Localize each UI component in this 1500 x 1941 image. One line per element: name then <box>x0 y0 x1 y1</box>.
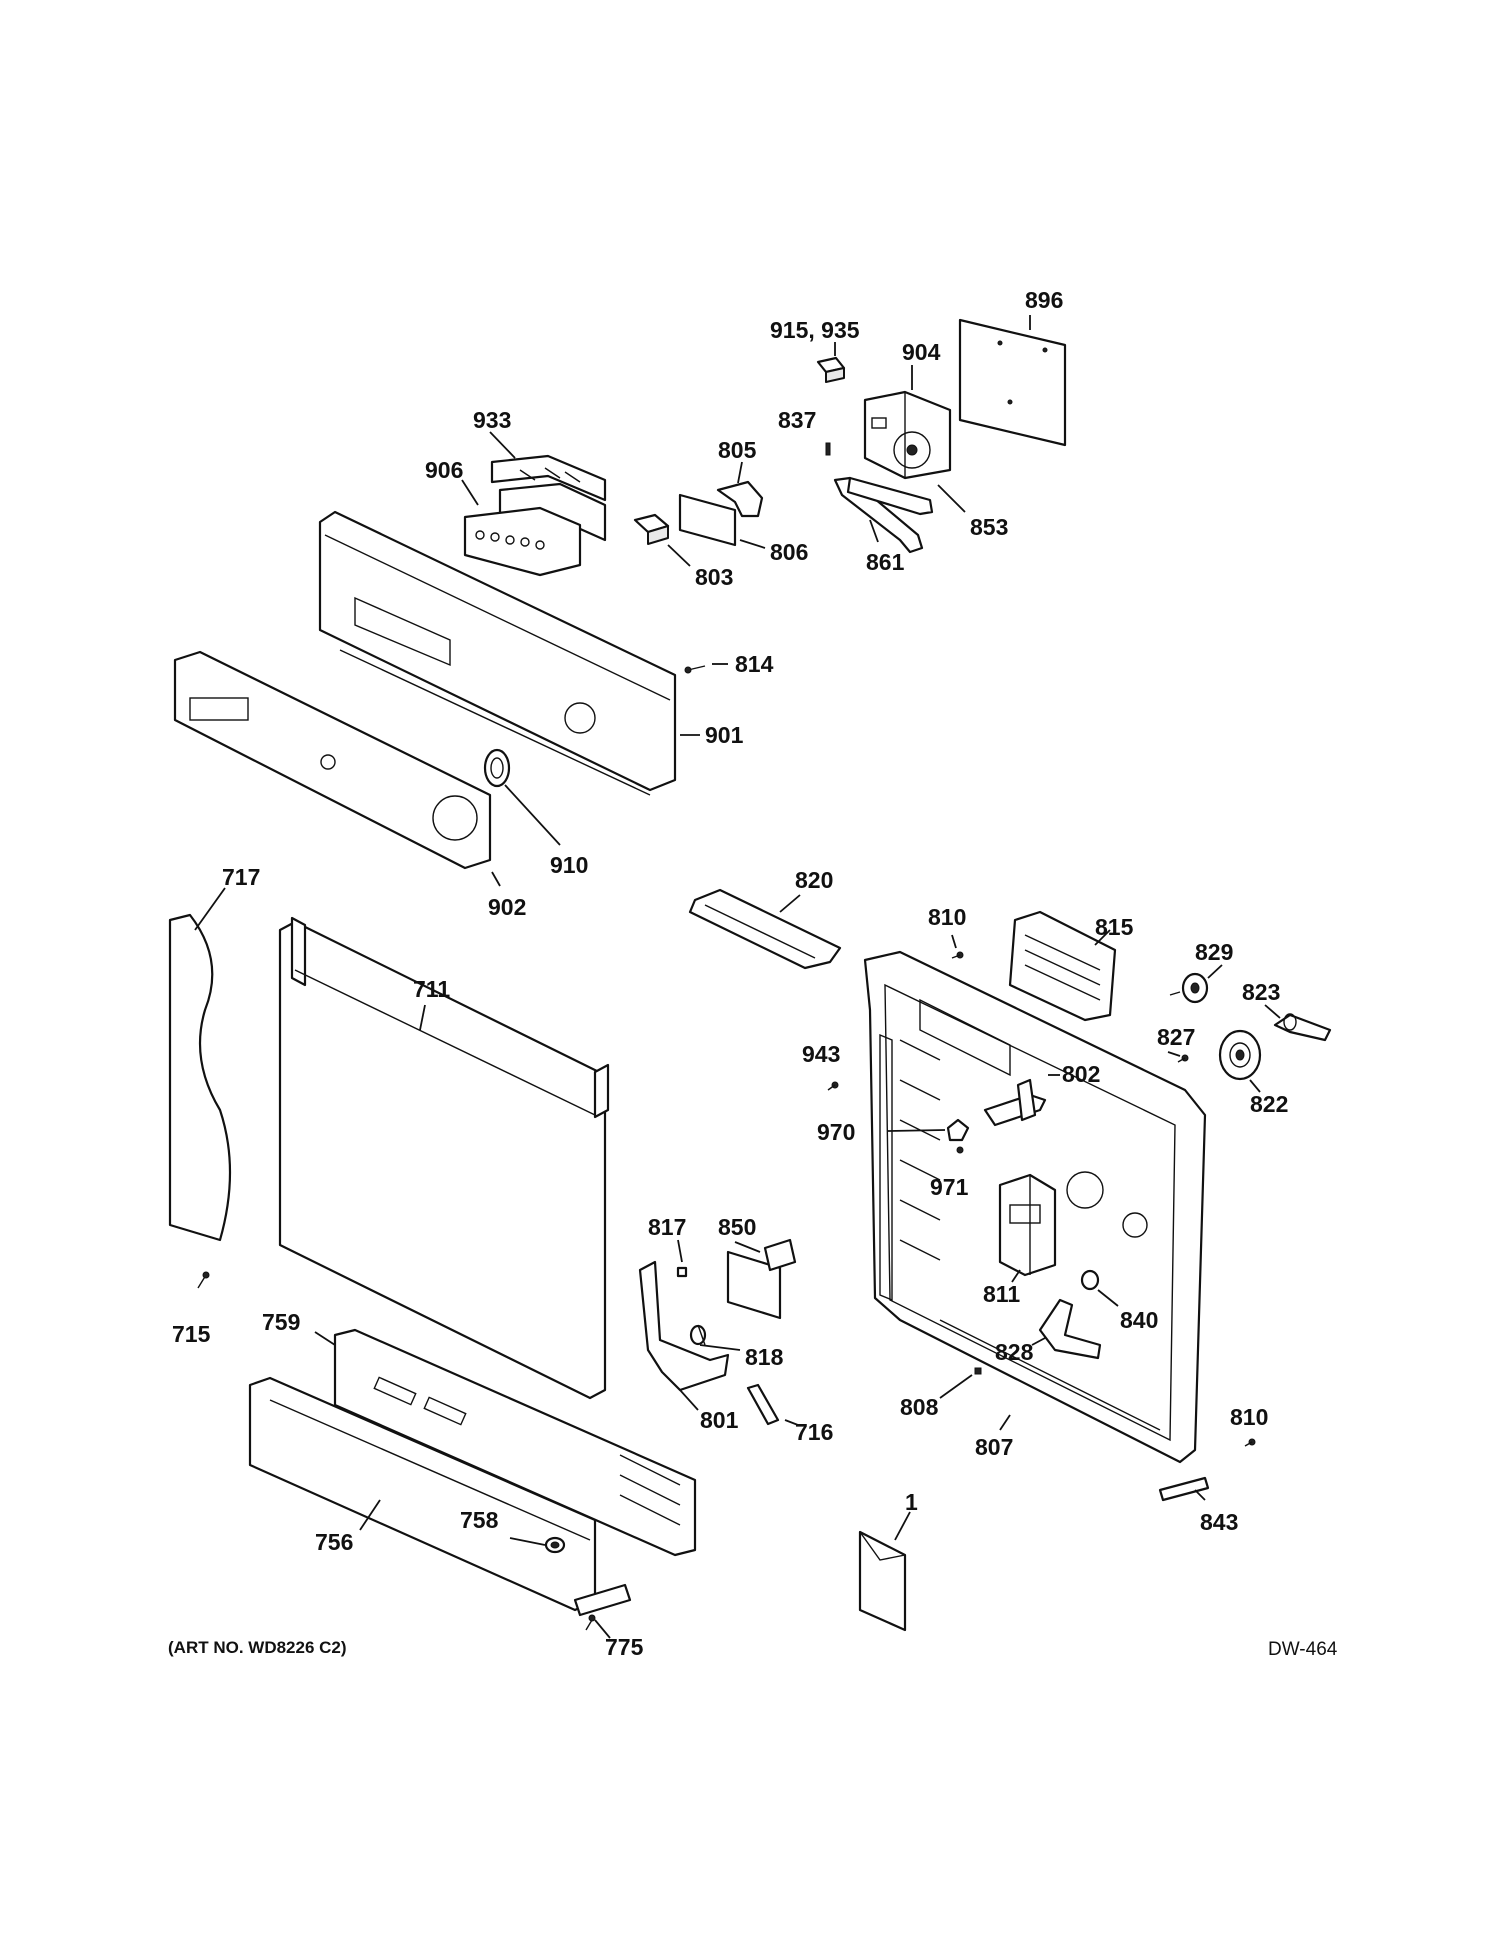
callout-904: 904 <box>902 339 941 365</box>
part-943-screw <box>827 1081 839 1091</box>
part-828-arm <box>1038 1298 1102 1360</box>
callout-775: 775 <box>605 1634 644 1660</box>
part-801-arm <box>638 1260 730 1392</box>
callout-806: 806 <box>770 539 808 565</box>
part-815-vent <box>1008 910 1117 1022</box>
part-810-screw-upper <box>951 951 964 959</box>
callout-829: 829 <box>1195 939 1233 965</box>
part-805-clip <box>716 480 764 518</box>
callout-815: 815 <box>1095 914 1134 940</box>
part-827-screw <box>1177 1054 1189 1063</box>
callout-803: 803 <box>695 564 733 590</box>
part-837-pin <box>825 442 831 456</box>
part-843-tube <box>1158 1476 1210 1502</box>
part-806-plate <box>678 493 737 547</box>
callout-715: 715 <box>172 1321 211 1347</box>
callout-822: 822 <box>1250 1091 1288 1117</box>
part-802-linkage <box>983 1078 1047 1127</box>
part-970-latch <box>946 1118 970 1142</box>
part-810-screw-lower <box>1244 1438 1256 1447</box>
callout-817: 817 <box>648 1214 686 1240</box>
part-901-console <box>318 510 677 796</box>
part-971-pin <box>956 1146 964 1154</box>
part-811-dispenser <box>998 1173 1057 1277</box>
callout-759: 759 <box>262 1309 300 1335</box>
part-896-cover-plate <box>958 318 1067 447</box>
part-829-knob <box>1169 972 1209 1004</box>
part-818-roller <box>689 1324 707 1346</box>
callout-828: 828 <box>995 1339 1034 1365</box>
callout-808: 808 <box>900 1394 939 1420</box>
callout-758: 758 <box>460 1507 499 1533</box>
callout-810-upper: 810 <box>928 904 966 930</box>
callout-820: 820 <box>795 867 833 893</box>
part-715-screw <box>197 1271 210 1289</box>
part-775-screw <box>585 1614 596 1631</box>
callout-850: 850 <box>718 1214 756 1240</box>
callout-861: 861 <box>866 549 905 575</box>
callout-811: 811 <box>983 1281 1020 1307</box>
callout-805: 805 <box>718 437 757 463</box>
callout-896: 896 <box>1025 287 1063 313</box>
callout-818: 818 <box>745 1344 784 1370</box>
part-814-screw <box>684 665 706 674</box>
part-758-grommet <box>544 1536 566 1554</box>
callout-802: 802 <box>1062 1061 1100 1087</box>
callout-716: 716 <box>795 1419 833 1445</box>
part-759-bracket <box>333 1328 697 1557</box>
callout-853: 853 <box>970 514 1008 540</box>
part-823-lever <box>1273 1013 1332 1042</box>
callout-933: 933 <box>473 407 511 433</box>
part-915-935-connector <box>816 356 846 383</box>
art-number: (ART NO. WD8226 C2) <box>168 1638 347 1657</box>
callout-810-lower: 810 <box>1230 1404 1268 1430</box>
callout-837: 837 <box>778 407 816 433</box>
part-711-outer-door <box>278 916 610 1400</box>
callout-843: 843 <box>1200 1509 1238 1535</box>
callout-915-935: 915, 935 <box>770 317 860 343</box>
callout-1: 1 <box>905 1489 918 1515</box>
part-906-switch-block <box>463 506 582 577</box>
part-808-clip <box>974 1367 982 1375</box>
part-716-link <box>746 1383 780 1426</box>
callout-902: 902 <box>488 894 526 920</box>
part-904-timer <box>863 390 952 480</box>
part-850-bracket <box>726 1238 797 1320</box>
callout-910: 910 <box>550 852 588 878</box>
callout-814: 814 <box>735 651 774 677</box>
callout-717: 717 <box>222 864 260 890</box>
part-822-gear <box>1218 1029 1262 1081</box>
callout-823: 823 <box>1242 979 1280 1005</box>
callout-827: 827 <box>1157 1024 1195 1050</box>
callout-807: 807 <box>975 1434 1013 1460</box>
callout-943: 943 <box>802 1041 840 1067</box>
part-817-clip <box>676 1266 688 1278</box>
callout-971: 971 <box>930 1174 969 1200</box>
part-902-front-panel <box>173 650 492 870</box>
part-756-kick-plate <box>248 1376 632 1617</box>
drawing-code: DW-464 <box>1268 1639 1338 1660</box>
part-861-linkage <box>833 476 934 554</box>
callout-901: 901 <box>705 722 744 748</box>
callout-906: 906 <box>425 457 463 483</box>
callout-840: 840 <box>1120 1307 1158 1333</box>
part-803-block <box>633 513 670 545</box>
callout-970: 970 <box>817 1119 855 1145</box>
part-1-literature-envelope <box>858 1530 907 1632</box>
callout-801: 801 <box>700 1407 739 1433</box>
part-910-knob <box>483 748 511 788</box>
callout-756: 756 <box>315 1529 353 1555</box>
part-717-side-trim <box>168 913 232 1242</box>
part-840-fitting <box>1080 1269 1100 1291</box>
part-820-handle <box>688 888 842 970</box>
callout-711: 711 <box>413 976 450 1002</box>
